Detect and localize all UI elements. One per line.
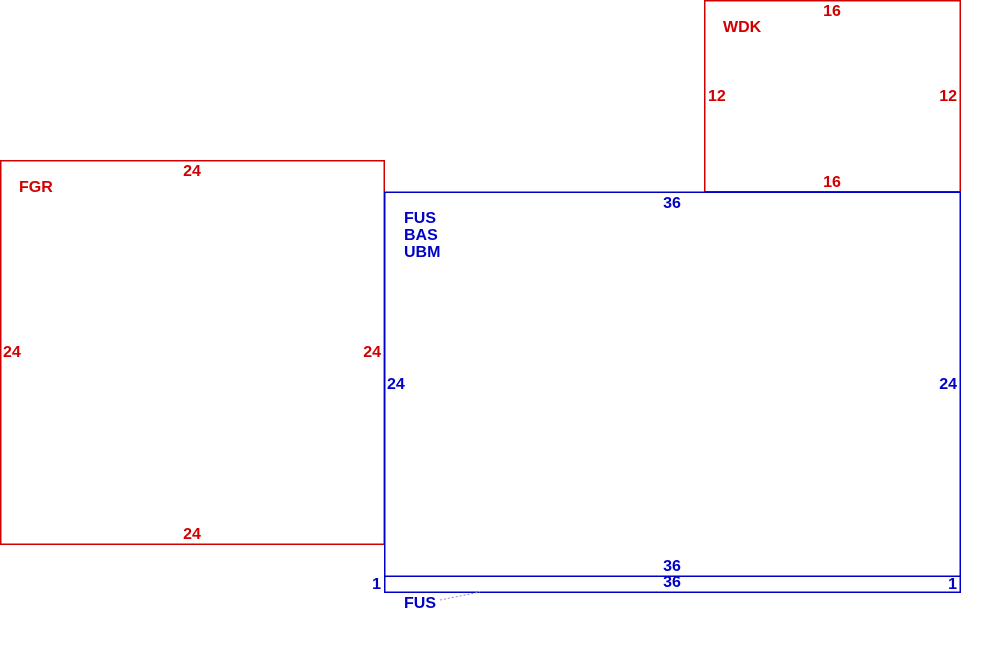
room-fgr-label: FGR bbox=[19, 179, 53, 196]
room-fgr-dim-top: 24 bbox=[183, 163, 201, 180]
room-strip-dim-top: 36 bbox=[663, 574, 681, 591]
room-strip-leader-line bbox=[439, 591, 481, 601]
room-wdk-label: WDK bbox=[723, 19, 762, 36]
room-main-label-3: UBM bbox=[404, 244, 440, 261]
room-strip[interactable]: 36 1 1 FUS bbox=[372, 574, 961, 612]
room-fgr-outline bbox=[0, 160, 385, 545]
room-main-dim-top: 36 bbox=[663, 195, 681, 212]
room-main-label-1: FUS bbox=[404, 210, 436, 227]
room-fgr-dim-left: 24 bbox=[3, 344, 21, 361]
room-strip-dim-left: 1 bbox=[372, 576, 381, 593]
room-main[interactable]: FUS BAS UBM 36 36 24 24 bbox=[384, 191, 961, 577]
room-fgr-dim-bottom: 24 bbox=[183, 526, 201, 543]
room-main-dim-bottom: 36 bbox=[663, 558, 681, 575]
room-strip-label: FUS bbox=[404, 595, 436, 612]
room-strip-dim-right: 1 bbox=[948, 576, 957, 593]
room-main-dim-left: 24 bbox=[387, 376, 405, 393]
room-strip-outline bbox=[384, 575, 961, 593]
room-wdk[interactable]: WDK 16 16 12 12 bbox=[704, 0, 961, 193]
room-wdk-dim-left: 12 bbox=[708, 88, 726, 105]
room-wdk-dim-top: 16 bbox=[823, 3, 841, 20]
room-main-outline bbox=[384, 191, 961, 577]
room-main-dim-right: 24 bbox=[939, 376, 957, 393]
room-wdk-dim-bottom: 16 bbox=[823, 174, 841, 191]
room-main-label-2: BAS bbox=[404, 227, 438, 244]
room-wdk-dim-right: 12 bbox=[939, 88, 957, 105]
room-fgr-dim-right: 24 bbox=[363, 344, 381, 361]
room-fgr[interactable]: FGR 24 24 24 24 bbox=[0, 160, 385, 545]
